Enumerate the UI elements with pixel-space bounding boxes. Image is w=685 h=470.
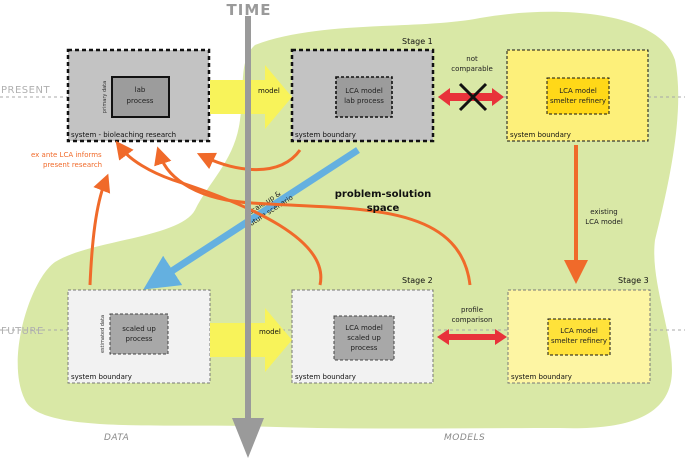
scaled-up-process-box — [109, 313, 169, 355]
lab-process-line1: lab — [135, 86, 146, 94]
stage1-footer: system boundary — [295, 131, 356, 139]
ex-ante-line2: present research — [43, 161, 102, 169]
smelter-present-line2: smelter refinery — [550, 97, 606, 105]
stage3-inner-line1: LCA model — [560, 327, 598, 335]
smelter-present-line1: LCA model — [559, 87, 597, 95]
stage1-label: Stage 1 — [402, 37, 433, 46]
not-comparable-cross-icon — [458, 82, 488, 112]
estimated-data-label: estimated data — [100, 315, 106, 353]
stage1-inner-line2: lab process — [344, 97, 384, 105]
stage3-inner-box — [547, 318, 611, 356]
profile-comparison-line2: comparison — [452, 316, 493, 324]
stage1-box: LCA model lab process system boundary — [290, 48, 435, 143]
scaled-up-line1: scaled up — [122, 325, 156, 333]
present-research-footer: system - bioleaching research — [71, 131, 176, 139]
stage2-inner-line1: LCA model — [345, 324, 383, 332]
present-label: PRESENT — [1, 85, 50, 96]
smelter-present-box: LCA model smelter refinery system bounda… — [506, 49, 649, 142]
time-axis-arrowhead — [232, 418, 264, 458]
future-data-footer: system boundary — [71, 373, 132, 381]
present-research-box: lab process primary data system - biolea… — [66, 48, 211, 143]
profile-comparison-line1: profile — [461, 306, 483, 314]
stage2-inner-line3: process — [351, 344, 378, 352]
stage2-label: Stage 2 — [402, 276, 433, 285]
lab-process-line2: process — [127, 97, 154, 105]
stage1-inner-line1: LCA model — [345, 87, 383, 95]
scaled-up-line2: process — [126, 335, 153, 343]
orange-arrow-comparison-to-research — [154, 146, 472, 286]
smelter-present-inner-box — [546, 77, 610, 115]
orange-arrow-stage2-to-research — [115, 140, 323, 286]
stage2-box: LCA model scaled up process system bound… — [291, 289, 434, 384]
not-comparable-line2: comparable — [451, 65, 493, 73]
stage2-inner-line2: scaled up — [347, 334, 381, 342]
ex-ante-line1: ex ante LCA informs — [31, 151, 102, 159]
profile-comparison-arrow — [437, 329, 507, 345]
stage3-box: LCA model smelter refinery system bounda… — [507, 289, 651, 384]
stage3-label: Stage 3 — [618, 276, 649, 285]
future-data-box: scaled up process estimated data system … — [67, 289, 211, 384]
stage3-footer: system boundary — [511, 373, 572, 381]
data-label: DATA — [104, 433, 129, 443]
orange-arrow-future-to-research — [88, 173, 111, 286]
time-axis-shaft — [245, 16, 251, 428]
future-label: FUTURE — [1, 326, 44, 337]
primary-data-label: primary data — [102, 81, 108, 113]
smelter-present-footer: system boundary — [510, 131, 571, 139]
problem-space-line1: problem-solution — [335, 189, 431, 200]
lab-process-box — [111, 76, 170, 118]
existing-lca-line1: existing — [590, 208, 618, 216]
stage3-inner-line2: smelter refinery — [551, 337, 607, 345]
existing-lca-line2: LCA model — [585, 218, 623, 226]
stage2-inner-box — [333, 315, 395, 361]
model-label-present: model — [258, 87, 280, 95]
problem-space-line2: space — [367, 203, 400, 214]
not-comparable-line1: not — [466, 55, 478, 63]
stage2-footer: system boundary — [295, 373, 356, 381]
models-label: MODELS — [444, 433, 485, 443]
model-label-future: model — [259, 328, 281, 336]
time-label: TIME — [227, 1, 272, 19]
orange-arrow-stage1-to-research — [196, 149, 302, 172]
stage1-inner-box — [335, 76, 393, 118]
